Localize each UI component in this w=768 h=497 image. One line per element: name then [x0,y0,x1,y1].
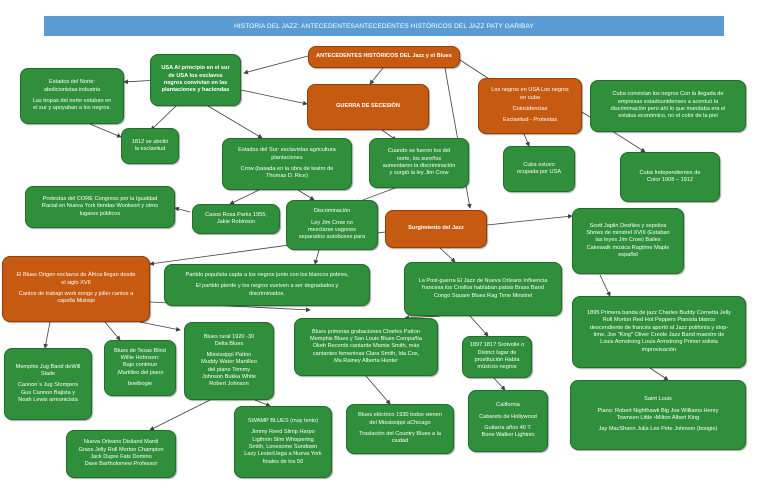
connector [89,123,122,138]
node-discriminacion: Discriminación Ley Jim Crow no mezclarse… [286,200,378,250]
node-blues-rural: Blues rural 1920 -30 Delta Blues Mississ… [184,322,274,400]
node-estados-norte: Estados del Norte: abolicionistas indust… [20,68,124,124]
node-cuando: Cuando se fueron los del norte, los sure… [369,138,469,188]
node-nueva-orleans: Nueva Orleans Dixiland Mardi Grass Jelly… [66,430,176,478]
node-surgimiento-jazz: Surgimiento del Jazz [385,210,487,248]
node-scott-japlin: Scott Japlin Desfiles y sepelios Shows d… [572,208,684,274]
node-memphis-jug: Memphis Jug Band deWill Slade Cannon´s J… [4,348,92,420]
node-post-guerra: La Post-guerra El Jazz de Nueva Orleans … [404,262,562,316]
connector [404,315,441,321]
node-california: California Cabarets de Hollywood Guitarr… [468,390,548,452]
node-rosa-parks: Casos Rosa Parks 1955, Jakie Robinson [192,204,280,234]
node-blues-electrico: Blues eléctrico 1930 todos vienen del Mi… [346,404,454,454]
connector [43,321,51,349]
connector [649,367,669,381]
connector [150,105,177,131]
node-abolio: 1812 se abolió la esclavitud [121,128,179,164]
connector [469,315,489,337]
node-core: Protestas del CORE Congreso por la Igual… [25,186,175,228]
connector [254,399,271,407]
node-guerra-secesion: GUERRA DE SECESIÓN [307,84,429,130]
connector [365,375,391,405]
node-partido-populista: Partido populista capta a los negros jun… [164,264,370,306]
connector [297,189,315,201]
connector [486,214,573,226]
node-saint-louis: Saint Louis Piano: Robert Nighthawk Big … [570,380,746,450]
connector [243,55,309,75]
node-storyville: 1897 1817 Srotvolle o District lugar de … [462,336,532,378]
connector [599,274,611,297]
connector [104,321,121,341]
node-cuba-independientes: Cuba Independientes de Color 1908 – 1912 [620,152,720,202]
node-negros-cuba: Los negros en USA Los negros en cuba Coi… [478,78,582,134]
node-antecedentes: ANTECEDENTES HISTÓRICOS DEL Jazz y el Bl… [308,46,460,68]
node-estados-sur: Estados del Sur: esclavistas agricultura… [222,138,352,190]
connector [313,249,320,265]
connector [149,399,211,431]
connector [369,67,384,85]
node-el-blues: El Blues Origen esclavos de África llega… [2,256,150,322]
node-primera-banda: 1895 Primera banda de jazz Charles Buddy… [572,296,746,368]
node-cuba-estuvo: Cuba estuvo ocupada por USA [503,146,575,192]
node-swamp-blues: SWAMP BLUES (muy lento) Jimmy Reed Slimp… [234,406,332,478]
connector [240,89,308,106]
connector [229,189,260,205]
connector [439,247,456,263]
node-cuba-convivian: Cuba convivían los negros Con la llegada… [590,80,746,132]
node-blues-texas: Blues de Texas Blind Willie Hohnson: Baj… [104,340,176,396]
connector [207,105,263,139]
connector [174,206,191,213]
page-title: HISTORIA DEL JAZZ: ANTECEDENTESANTECEDEN… [44,16,724,36]
connector [139,321,181,332]
node-blues-grabaciones: Blues primeras grabaciones Charles Patto… [294,318,438,376]
node-usa: USA Al principio en el sur de USA los es… [150,54,241,106]
